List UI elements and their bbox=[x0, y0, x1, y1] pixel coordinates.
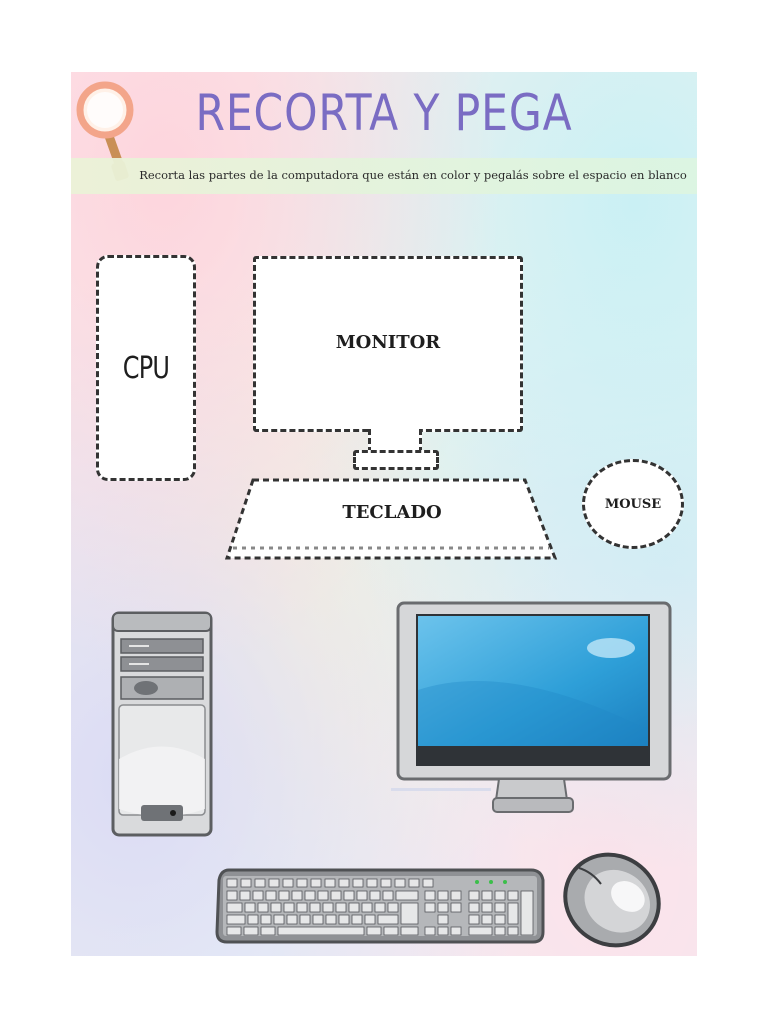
cpu-tower-image bbox=[111, 611, 213, 837]
mouse-label: MOUSE bbox=[604, 496, 662, 512]
page-title: RECORTA Y PEGA bbox=[195, 84, 573, 142]
monitor-base-placeholder bbox=[353, 450, 439, 470]
cpu-placeholder: CPU bbox=[96, 255, 196, 481]
keyboard-image bbox=[215, 868, 545, 944]
monitor-label: MONITOR bbox=[335, 331, 441, 353]
cpu-label: CPU bbox=[122, 350, 170, 386]
worksheet: RECORTA Y PEGA Recorta las partes de la … bbox=[71, 72, 697, 956]
mouse-image bbox=[563, 852, 661, 948]
keyboard-placeholder bbox=[224, 478, 558, 560]
monitor-placeholder: MONITOR bbox=[253, 256, 523, 432]
mouse-placeholder: MOUSE bbox=[582, 459, 684, 549]
keyboard-label: TECLADO bbox=[342, 502, 442, 523]
monitor-image bbox=[391, 601, 672, 813]
instruction-band bbox=[71, 158, 697, 194]
instructions-text: Recorta las partes de la computadora que… bbox=[139, 168, 687, 182]
magnifier-icon bbox=[76, 81, 134, 181]
